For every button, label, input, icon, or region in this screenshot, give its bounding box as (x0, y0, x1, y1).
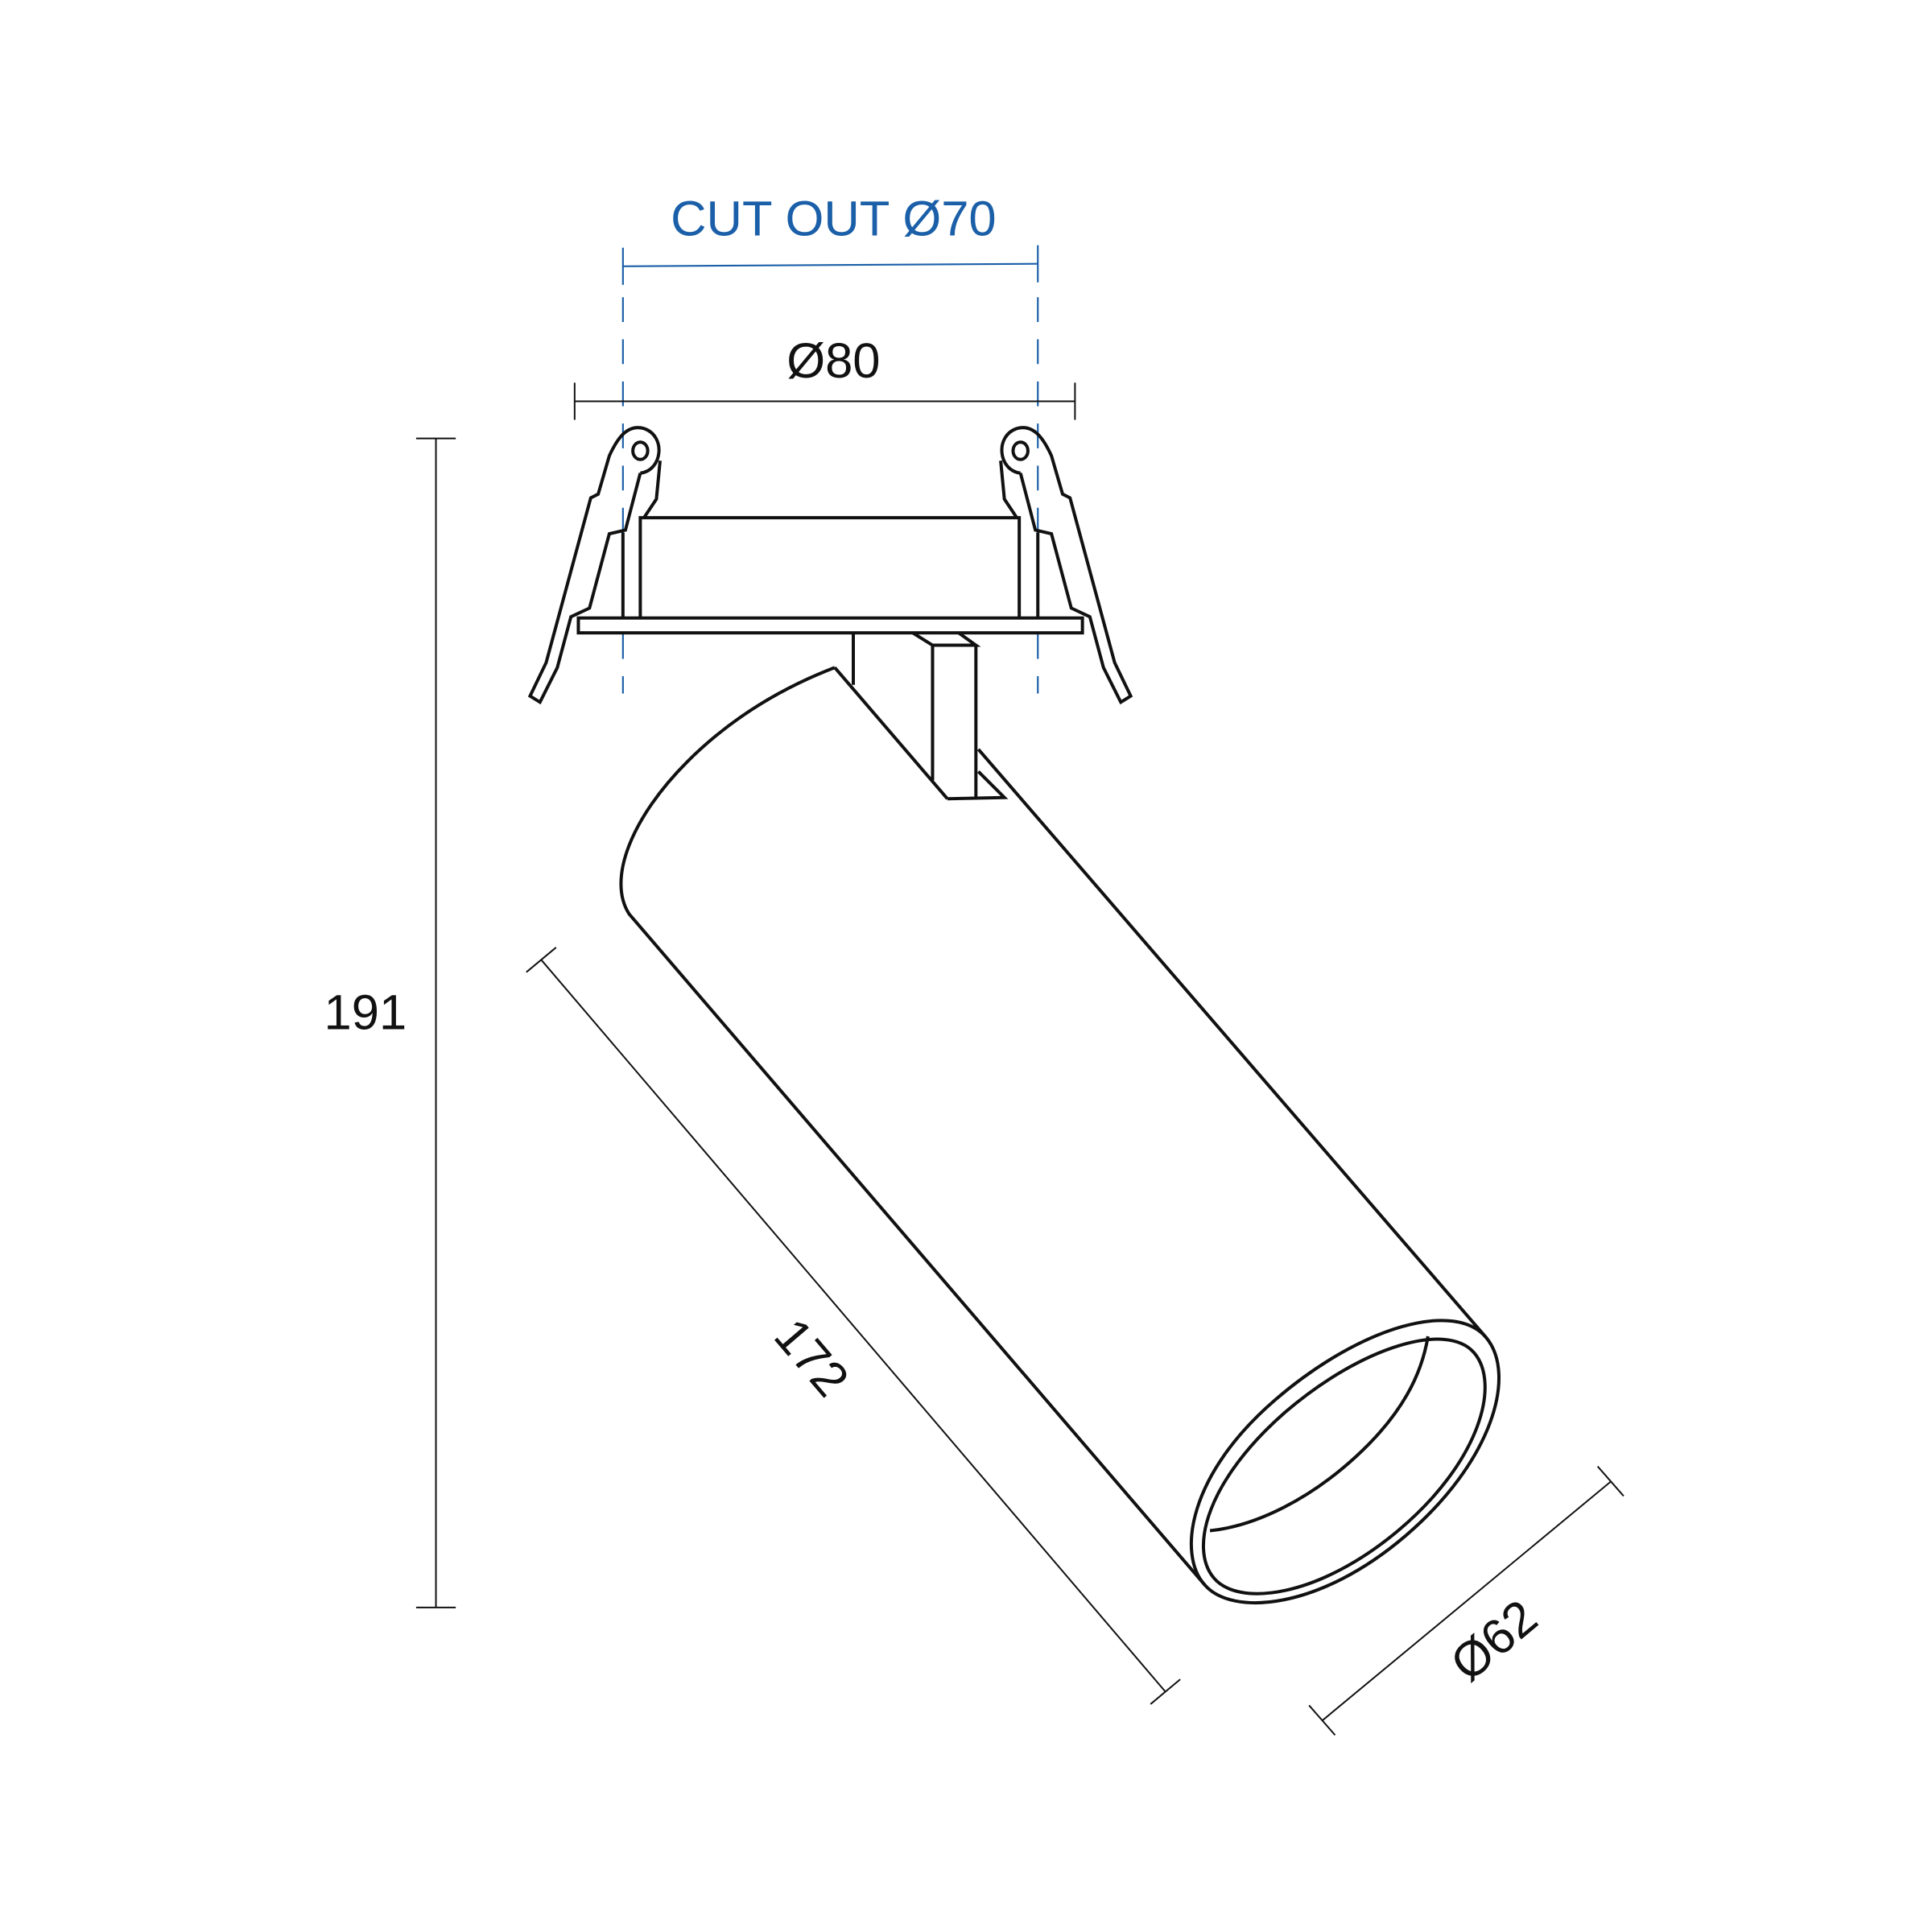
lens-inner-ring (1202, 1337, 1487, 1596)
lens-reflector (1209, 1335, 1430, 1533)
spring-clip-right (999, 426, 1133, 705)
lens-diameter-label: Ø62 (1440, 1589, 1547, 1692)
mounting-bracket (852, 631, 1009, 801)
lens-outer-ring (1190, 1319, 1501, 1604)
height-label: 191 (324, 985, 407, 1040)
lens-diameter-dimension: Ø62 (1308, 1465, 1624, 1736)
height-dimension: 191 (324, 437, 456, 1608)
spring-clip-left (527, 426, 662, 705)
length-dimension: 172 (526, 947, 1181, 1705)
outer-diameter-label: Ø80 (786, 333, 880, 389)
outer-diameter-dimension: Ø80 (573, 333, 1076, 420)
cutout-label: CUT OUT Ø70 (671, 191, 997, 246)
cutout-dimension: CUT OUT Ø70 (621, 191, 1039, 694)
length-label: 172 (763, 1308, 859, 1407)
recessed-housing (576, 516, 1084, 635)
spotlight-body (619, 666, 1501, 1604)
